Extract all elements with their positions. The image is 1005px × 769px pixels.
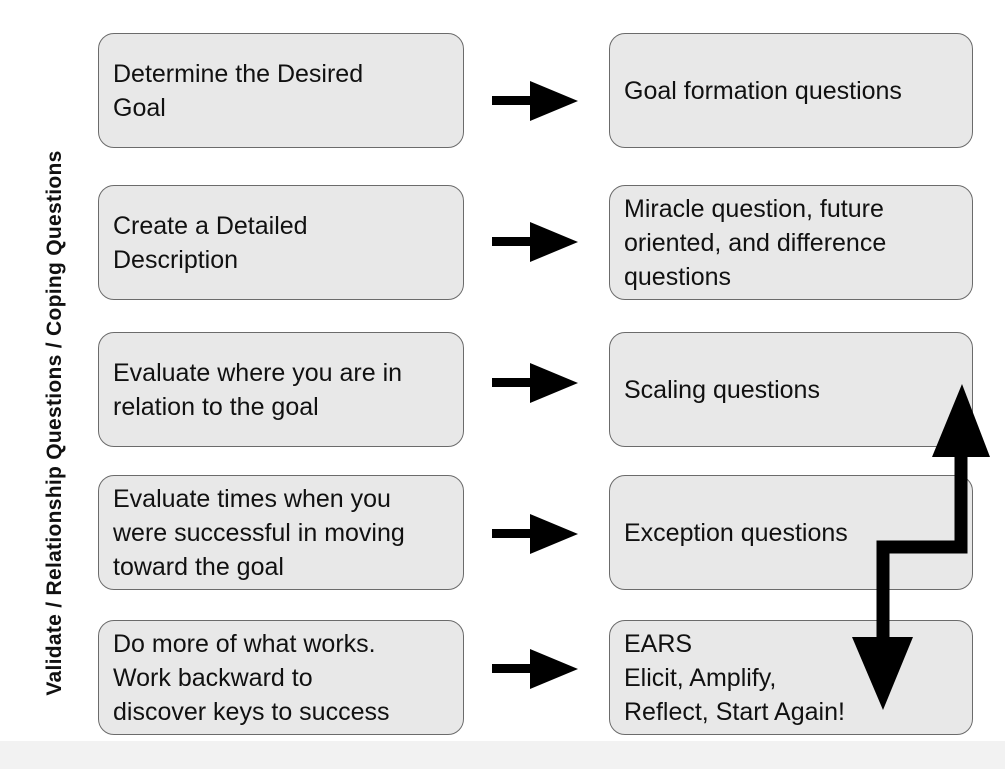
step-3-questions-box: Scaling questions	[609, 332, 973, 447]
arrow-row-4	[492, 514, 578, 554]
step-1-questions-text: Goal formation questions	[624, 76, 902, 105]
up-arrowhead	[932, 384, 990, 457]
step-5-box: Do more of what works. Work backward to …	[98, 620, 464, 735]
step-5-questions-box: EARS Elicit, Amplify, Reflect, Start Aga…	[609, 620, 973, 735]
step-5-questions-text: EARS Elicit, Amplify, Reflect, Start Aga…	[624, 629, 845, 726]
step-4-questions-box: Exception questions	[609, 475, 973, 590]
step-3-box: Evaluate where you are in relation to th…	[98, 332, 464, 447]
step-3-questions-text: Scaling questions	[624, 375, 820, 404]
step-1-box: Determine the Desired Goal	[98, 33, 464, 148]
step-4-box: Evaluate times when you were successful …	[98, 475, 464, 590]
arrow-row-3	[492, 363, 578, 403]
step-4-text: Evaluate times when you were successful …	[113, 484, 405, 581]
step-2-text: Create a Detailed Description	[113, 211, 308, 274]
step-3-text: Evaluate where you are in relation to th…	[113, 358, 403, 421]
step-2-box: Create a Detailed Description	[98, 185, 464, 300]
step-2-questions-text: Miracle question, future oriented, and d…	[624, 194, 887, 291]
down-arrowhead	[852, 637, 913, 710]
step-5-text: Do more of what works. Work backward to …	[113, 629, 390, 726]
horizontal-arrows	[492, 81, 578, 689]
loop-back-arrow	[852, 384, 990, 710]
step-4-questions-text: Exception questions	[624, 518, 848, 547]
bottom-strip	[0, 741, 1005, 769]
arrow-row-2	[492, 222, 578, 262]
arrow-row-5	[492, 649, 578, 689]
step-2-questions-box: Miracle question, future oriented, and d…	[609, 185, 973, 300]
step-1-questions-box: Goal formation questions	[609, 33, 973, 148]
arrow-row-1	[492, 81, 578, 121]
step-1-text: Determine the Desired Goal	[113, 59, 364, 122]
